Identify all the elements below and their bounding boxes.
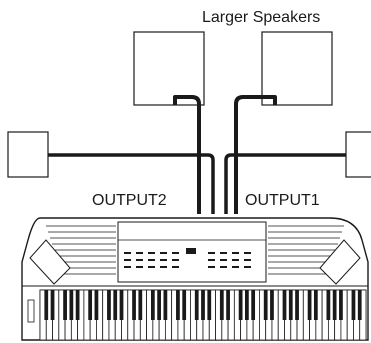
keyboard-side-slot	[27, 299, 35, 323]
cable-to-left-small-speaker	[48, 153, 215, 214]
black-key	[207, 290, 212, 320]
black-key	[69, 290, 74, 320]
panel-button	[148, 252, 155, 254]
panel-button	[160, 259, 167, 261]
panel-button	[220, 259, 227, 261]
panel-button	[220, 266, 227, 268]
panel-button	[208, 252, 215, 254]
black-key	[94, 290, 99, 320]
black-key	[219, 290, 224, 320]
black-key	[157, 290, 161, 320]
panel-button	[136, 266, 143, 268]
black-key	[245, 290, 249, 320]
black-key	[295, 290, 299, 320]
panel-button	[160, 252, 167, 254]
panel-button	[172, 259, 179, 261]
larger-speaker-right	[261, 31, 333, 106]
black-key	[194, 290, 199, 320]
panel-button	[244, 252, 251, 254]
panel-button	[244, 259, 251, 261]
panel-button	[124, 266, 131, 268]
black-key	[150, 290, 155, 320]
keyboard	[21, 217, 369, 341]
black-key	[339, 290, 343, 320]
panel-button	[220, 252, 227, 254]
small-speaker-right	[345, 131, 371, 178]
panel-button	[136, 252, 143, 254]
black-key	[138, 290, 143, 320]
black-key	[182, 290, 187, 320]
black-key	[201, 290, 205, 320]
cable-to-right-small-speaker	[224, 153, 346, 214]
black-key	[107, 290, 111, 320]
black-key	[132, 290, 136, 320]
keyboard-side-panel-right	[319, 239, 361, 285]
black-key	[251, 290, 256, 320]
black-key	[50, 290, 55, 320]
panel-button	[208, 266, 215, 268]
black-key	[270, 290, 274, 320]
keyboard-display	[186, 248, 196, 254]
cable-to-left-larger-speaker	[173, 95, 201, 214]
black-key	[332, 290, 337, 320]
larger-speaker-left	[133, 31, 205, 106]
panel-button	[136, 259, 143, 261]
output2-label: OUTPUT2	[92, 192, 167, 209]
black-key	[351, 290, 356, 320]
panel-button	[172, 252, 179, 254]
keyboard-panel-buttons	[124, 252, 251, 268]
black-key	[238, 290, 243, 320]
panel-button	[160, 266, 167, 268]
black-key	[263, 290, 268, 320]
black-key	[326, 290, 331, 320]
cables	[48, 95, 346, 214]
keyboard-side-panel-left	[29, 239, 71, 285]
black-key	[176, 290, 180, 320]
black-key	[44, 290, 49, 320]
black-key	[113, 290, 118, 320]
black-key	[307, 290, 312, 320]
panel-button	[148, 266, 155, 268]
panel-button	[232, 252, 239, 254]
black-key	[288, 290, 293, 320]
panel-button	[232, 266, 239, 268]
panel-button	[244, 266, 251, 268]
black-key	[163, 290, 168, 320]
black-key	[63, 290, 67, 320]
panel-button	[172, 266, 179, 268]
panel-button	[208, 259, 215, 261]
black-key	[88, 290, 93, 320]
black-key	[119, 290, 124, 320]
black-key	[282, 290, 287, 320]
panel-button	[124, 259, 131, 261]
black-key	[357, 290, 362, 320]
black-key	[313, 290, 318, 320]
larger-speakers-label: Larger Speakers	[202, 9, 320, 26]
cable-to-right-larger-speaker	[234, 95, 277, 214]
black-key	[75, 290, 80, 320]
black-keys	[44, 290, 362, 320]
black-key	[226, 290, 230, 320]
output1-label: OUTPUT1	[245, 192, 320, 209]
keyboard-grille-left	[46, 225, 116, 275]
panel-button	[124, 252, 131, 254]
panel-button	[148, 259, 155, 261]
panel-button	[232, 259, 239, 261]
small-speaker-left	[7, 131, 49, 178]
